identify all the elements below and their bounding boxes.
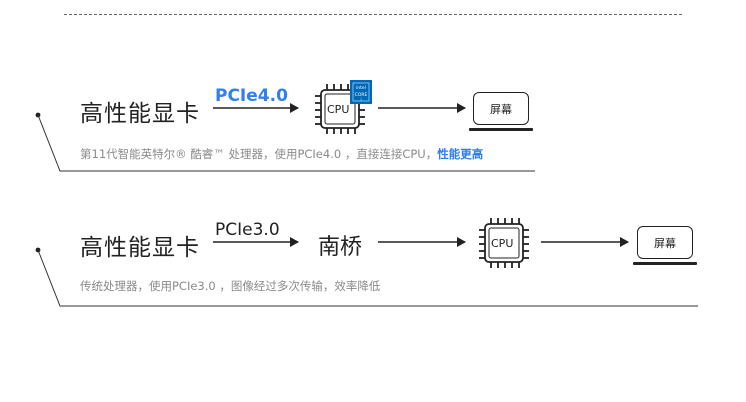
intel-brand-text: intel (356, 85, 366, 91)
intel-i-text: i (360, 97, 361, 102)
row1-description: 第11代智能英特尔® 酷睿™ 处理器，使用PCIe4.0 ，直接连接CPU，性能… (80, 146, 483, 162)
row2-pcie-label: PCIe3.0 (215, 220, 280, 240)
row2-description: 传统处理器，使用PCIe3.0 ，图像经过多次传输，效率降低 (80, 279, 381, 293)
row2-southbridge-label: 南桥 (318, 235, 363, 260)
row2-screen-label: 屏幕 (654, 236, 676, 250)
row1-connector-line (35, 112, 535, 172)
intel-core-badge-icon: intel CORE i (350, 80, 372, 104)
row2-screen-stand (633, 262, 697, 265)
row2-cpu-chip-icon (479, 218, 529, 268)
intel-core-text: CORE (355, 92, 368, 98)
row1-screen-label: 屏幕 (490, 102, 512, 116)
top-dashed-divider (64, 14, 682, 15)
row2-gpu-label: 高性能显卡 (80, 235, 200, 261)
row2-connector-line (35, 247, 698, 307)
row1-pcie-label: PCIe4.0 (215, 86, 288, 106)
row1-gpu-label: 高性能显卡 (80, 101, 200, 127)
row1-cpu-label: CPU (327, 103, 350, 116)
row2-cpu-label: CPU (491, 237, 514, 250)
row1-desc-highlight: 性能更高 (437, 147, 484, 161)
row2-screen-box: 屏幕 (637, 226, 693, 259)
row1-desc-text: 第11代智能英特尔® 酷睿™ 处理器，使用PCIe4.0 ，直接连接CPU， (80, 147, 438, 161)
row1-screen-box: 屏幕 (473, 92, 529, 125)
row1-screen-stand (469, 128, 533, 131)
